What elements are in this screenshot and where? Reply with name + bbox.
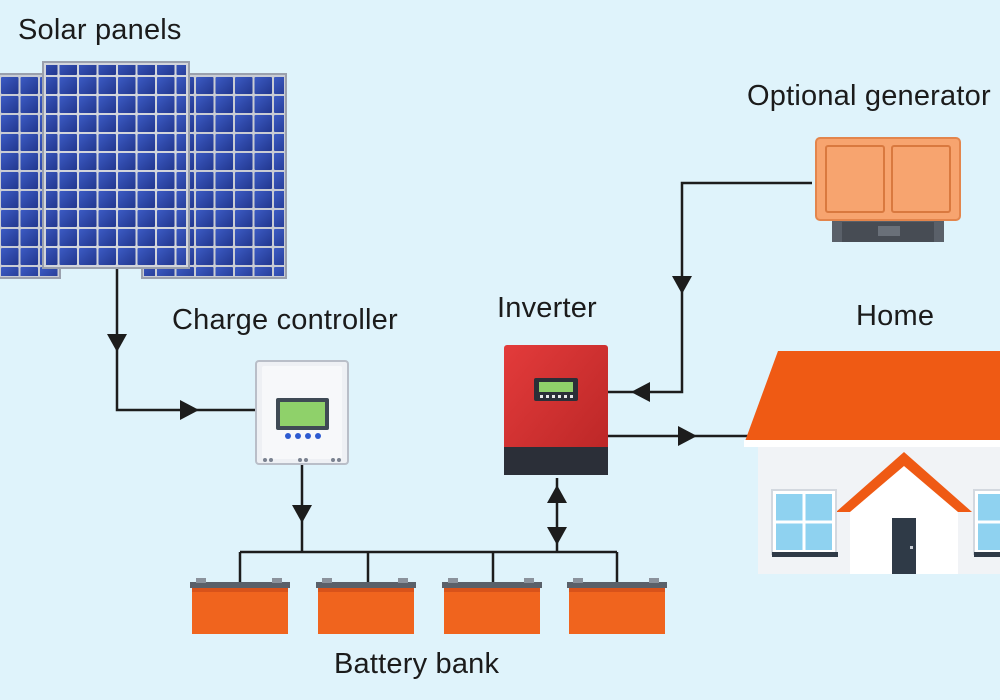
wire-panels-to-controller <box>115 266 256 412</box>
solar-panel-icon <box>0 61 287 279</box>
battery-icon <box>316 578 416 634</box>
battery-icon <box>190 578 290 634</box>
arrow-up-icon <box>547 485 567 503</box>
arrow-right-icon <box>678 426 697 446</box>
battery-bank <box>190 578 667 634</box>
inverter-icon <box>504 345 608 475</box>
arrow-right-icon <box>180 400 199 420</box>
arrow-down-icon <box>547 527 567 545</box>
arrow-left-icon <box>631 382 650 402</box>
generator-icon <box>815 137 961 242</box>
charge-controller-label: Charge controller <box>172 304 398 336</box>
house-icon <box>744 351 1000 574</box>
home-label: Home <box>856 300 935 332</box>
charge-controller-icon <box>255 360 349 465</box>
arrow-down-icon <box>292 505 312 523</box>
battery-bank-label: Battery bank <box>334 648 500 680</box>
arrow-down-icon <box>107 334 127 352</box>
flow-arrows <box>107 276 697 545</box>
arrow-down-icon <box>672 276 692 294</box>
optional-generator-label: Optional generator <box>747 80 991 112</box>
battery-icon <box>567 578 667 634</box>
inverter-label: Inverter <box>497 292 597 324</box>
solar-panels-label: Solar panels <box>18 14 182 46</box>
battery-icon <box>442 578 542 634</box>
